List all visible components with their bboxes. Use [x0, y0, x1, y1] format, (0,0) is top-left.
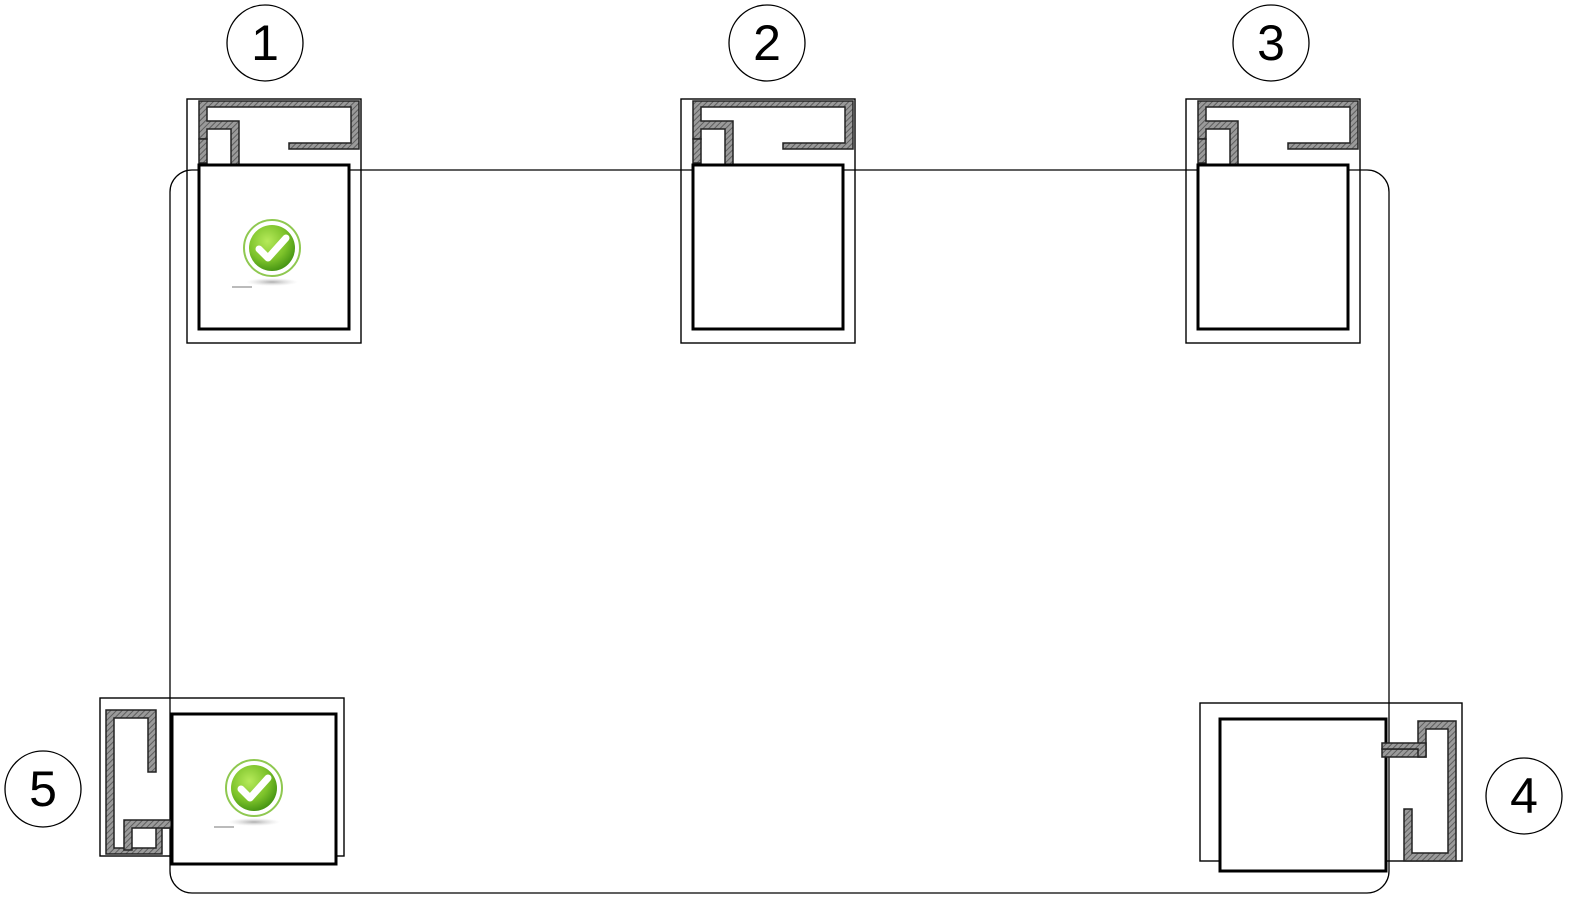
module-position-5: [99, 697, 345, 866]
position-label-1: 1: [226, 4, 304, 82]
position-label-5: 5: [4, 750, 82, 828]
position-number: 5: [29, 761, 57, 817]
position-number: 4: [1510, 768, 1538, 824]
position-label-3: 3: [1232, 4, 1310, 82]
module-position-3: [1184, 97, 1362, 345]
position-number: 3: [1257, 15, 1285, 71]
position-label-4: 4: [1485, 757, 1563, 835]
position-number: 1: [251, 15, 279, 71]
module-position-4: [1199, 702, 1463, 873]
module-position-2: [679, 97, 857, 345]
position-number: 2: [753, 15, 781, 71]
position-label-2: 2: [728, 4, 806, 82]
